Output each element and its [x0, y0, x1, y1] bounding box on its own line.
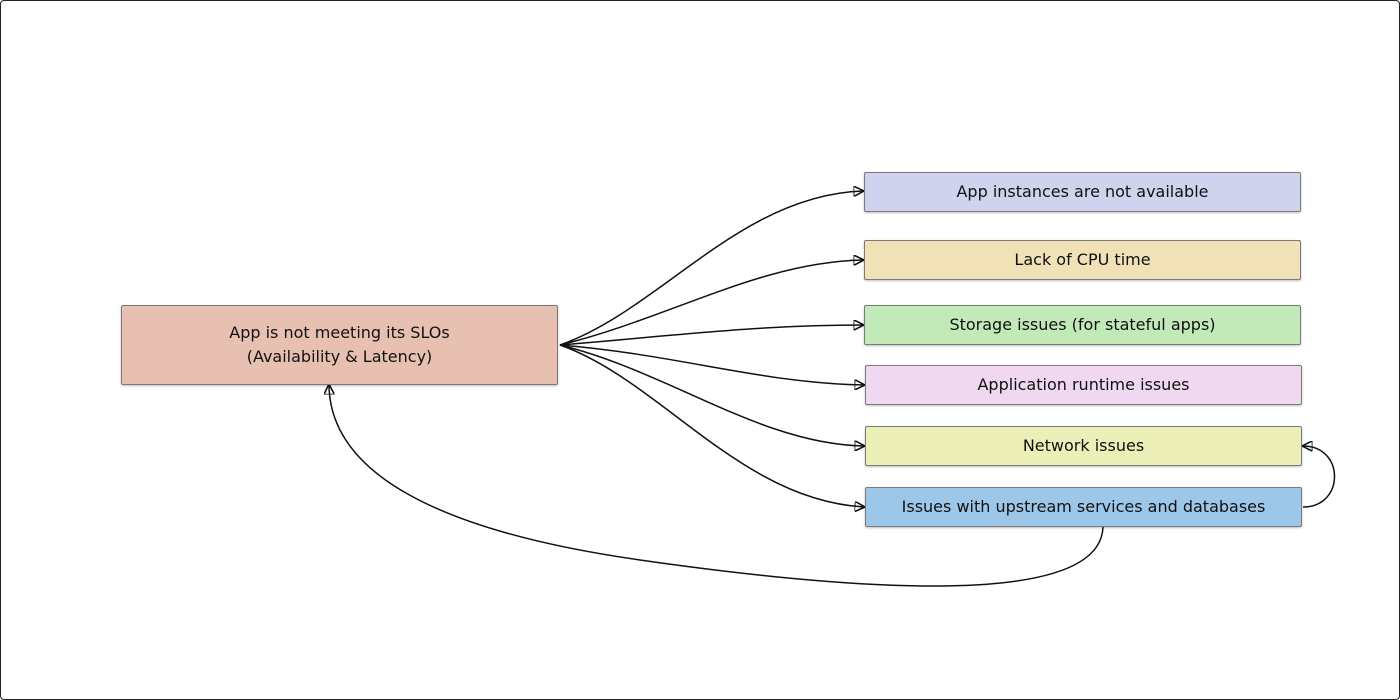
root-problem-line-2: (Availability & Latency) [246, 347, 433, 366]
cause-node-runtime: Application runtime issues [865, 365, 1302, 405]
cause-label: Lack of CPU time [1014, 250, 1151, 269]
root-problem-line-1: App is not meeting its SLOs [229, 323, 450, 342]
cause-node-network: Network issues [865, 426, 1302, 466]
cause-label: Network issues [1022, 436, 1145, 455]
cause-label: Application runtime issues [977, 375, 1190, 394]
root-problem-node: App is not meeting its SLOs (Availabilit… [121, 305, 558, 385]
cause-node-app-instances: App instances are not available [864, 172, 1301, 212]
cause-label: Issues with upstream services and databa… [901, 497, 1266, 516]
cause-node-storage: Storage issues (for stateful apps) [864, 305, 1301, 345]
cause-label: Storage issues (for stateful apps) [949, 315, 1216, 334]
cause-node-upstream: Issues with upstream services and databa… [865, 487, 1302, 527]
cause-node-cpu: Lack of CPU time [864, 240, 1301, 280]
cause-label: App instances are not available [956, 182, 1209, 201]
